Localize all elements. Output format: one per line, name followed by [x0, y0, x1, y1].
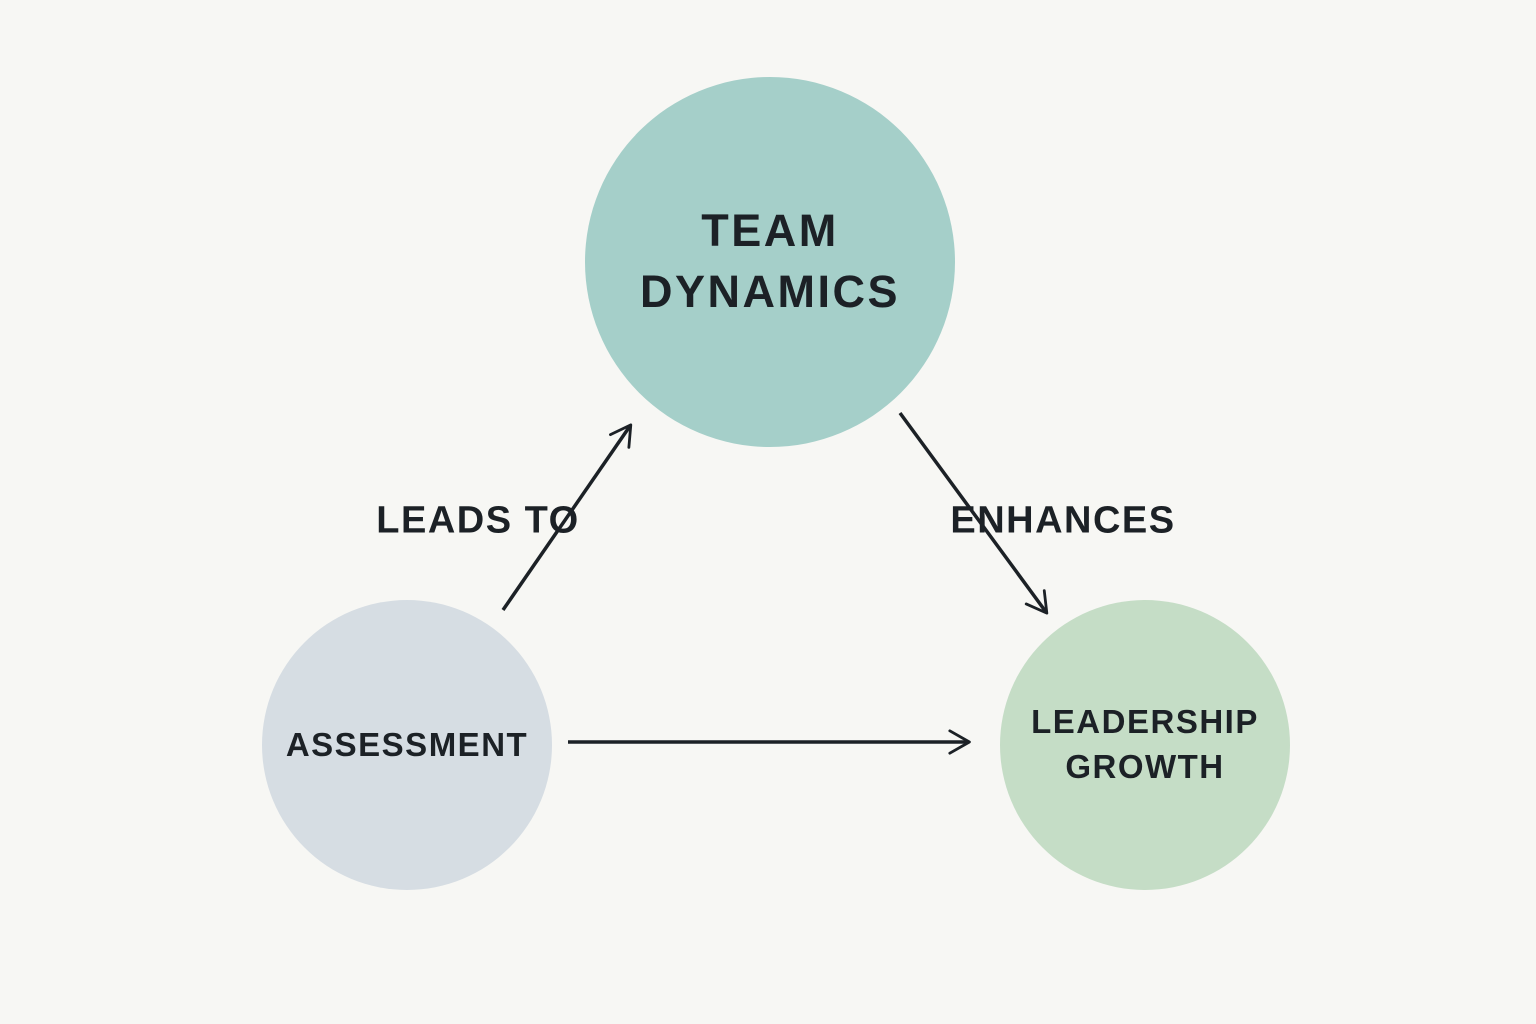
node-team-dynamics-label: TEAM DYNAMICS: [639, 205, 900, 317]
node-leadership-growth-label: LEADERSHIP GROWTH: [1031, 703, 1259, 785]
edge-label-enhances: ENHANCES: [950, 499, 1176, 542]
node-team-dynamics: TEAM DYNAMICS: [585, 77, 955, 447]
node-assessment-label: ASSESSMENT: [285, 725, 529, 763]
node-leadership-growth: LEADERSHIP GROWTH: [1000, 600, 1290, 890]
edge-label-leads-to: LEADS TO: [376, 499, 580, 542]
node-assessment: ASSESSMENT: [262, 600, 552, 890]
